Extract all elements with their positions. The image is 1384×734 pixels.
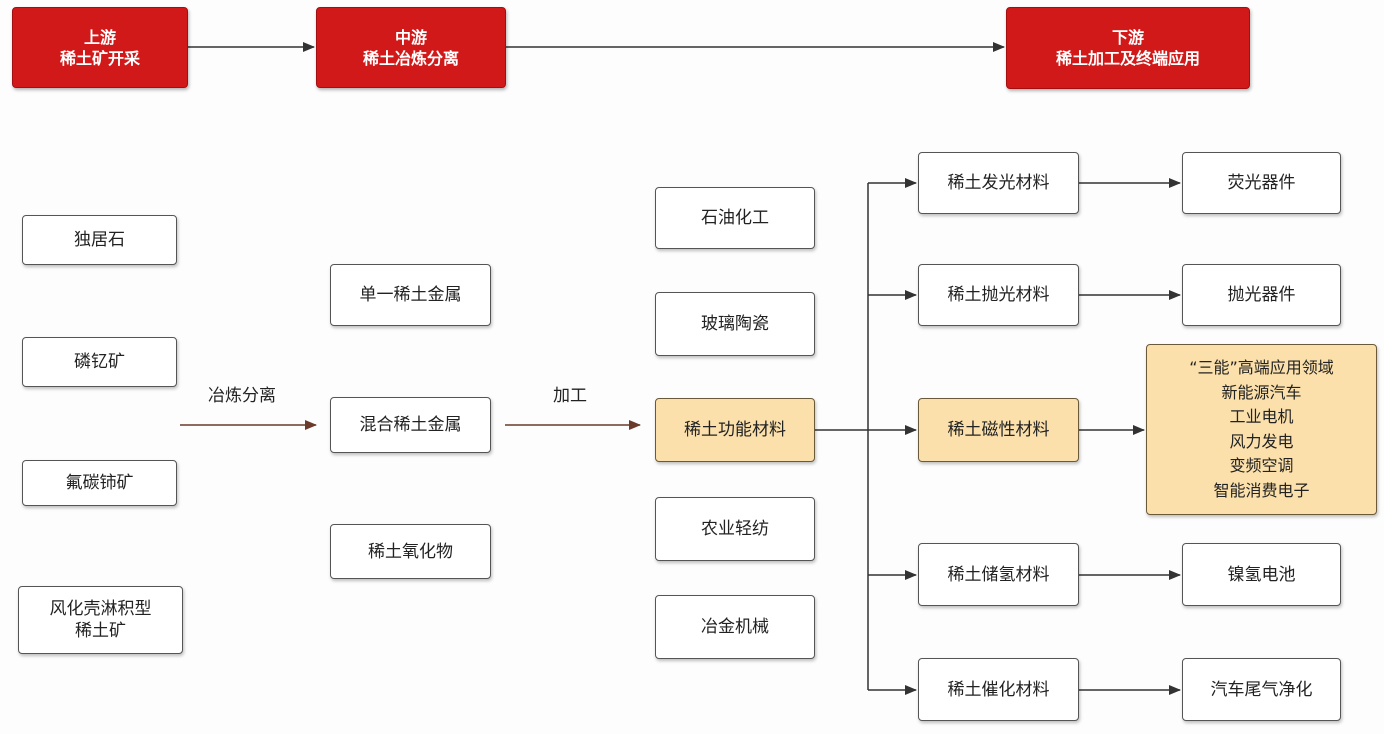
- product-single-metal: 单一稀土金属: [330, 264, 491, 326]
- product-mixed-metal: 混合稀土金属: [330, 397, 491, 453]
- header-midstream: 中游 稀土冶炼分离: [316, 7, 506, 88]
- enduse-nimh-battery: 镍氢电池: [1182, 543, 1341, 606]
- ore-monazite: 独居石: [22, 215, 177, 265]
- smelting-label: 冶炼分离: [208, 386, 276, 406]
- app-functional-materials: 稀土功能材料: [655, 398, 815, 462]
- ore-xenotime: 磷钇矿: [22, 337, 177, 387]
- material-catalytic: 稀土催化材料: [918, 658, 1079, 721]
- processing-label: 加工: [553, 386, 587, 406]
- header-downstream-title: 下游: [1111, 28, 1144, 47]
- enduse-nev: 新能源汽车: [1221, 382, 1302, 402]
- header-downstream: 下游 稀土加工及终端应用: [1006, 7, 1250, 89]
- enduse-inverter-ac: 变频空调: [1229, 456, 1294, 475]
- enduse-high-end-title: “三能”高端应用领域: [1189, 358, 1334, 377]
- app-glass-ceramics: 玻璃陶瓷: [655, 292, 815, 356]
- ore-bastnaesite: 氟碳铈矿: [22, 460, 177, 506]
- material-hydrogen-storage: 稀土储氢材料: [918, 543, 1079, 606]
- product-oxide: 稀土氧化物: [330, 524, 491, 579]
- enduse-fluorescent-devices: 荧光器件: [1182, 152, 1341, 214]
- ore-ion-adsorption: 风化壳淋积型 稀土矿: [18, 586, 183, 654]
- enduse-polishing-devices: 抛光器件: [1182, 264, 1341, 326]
- ore-ion-adsorption-line1: 风化壳淋积型: [49, 599, 152, 619]
- app-petrochemical: 石油化工: [655, 187, 815, 249]
- enduse-smart-electronics: 智能消费电子: [1213, 480, 1310, 500]
- enduse-industrial-motor: 工业电机: [1229, 407, 1294, 426]
- header-upstream-title: 上游: [83, 27, 116, 47]
- app-metallurgy-machinery: 冶金机械: [655, 595, 815, 659]
- header-downstream-subtitle: 稀土加工及终端应用: [1055, 49, 1200, 68]
- ore-ion-adsorption-line2: 稀土矿: [75, 621, 126, 641]
- app-agriculture-textile: 农业轻纺: [655, 497, 815, 561]
- material-magnetic: 稀土磁性材料: [918, 398, 1079, 462]
- header-midstream-title: 中游: [394, 27, 427, 47]
- material-polishing: 稀土抛光材料: [918, 264, 1079, 326]
- enduse-wind-power: 风力发电: [1229, 431, 1294, 451]
- header-upstream-subtitle: 稀土矿开采: [59, 48, 140, 68]
- header-midstream-subtitle: 稀土冶炼分离: [362, 48, 459, 68]
- enduse-high-end-applications: “三能”高端应用领域 新能源汽车 工业电机 风力发电 变频空调 智能消费电子: [1146, 344, 1377, 515]
- enduse-exhaust-purification: 汽车尾气净化: [1182, 658, 1341, 721]
- material-luminescent: 稀土发光材料: [918, 152, 1079, 214]
- header-upstream: 上游 稀土矿开采: [12, 7, 188, 88]
